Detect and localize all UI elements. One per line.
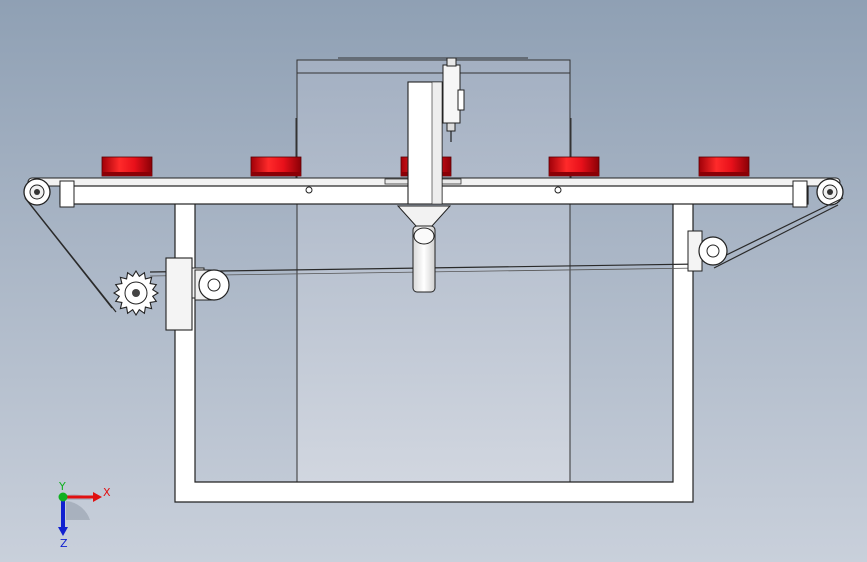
drive-sprocket-assembly <box>112 257 205 331</box>
x-axis-label: X <box>103 486 111 499</box>
z-axis-label: Z <box>60 537 68 550</box>
dispenser-column <box>396 81 452 293</box>
y-axis-label: Y <box>58 480 66 493</box>
probe-sensor <box>442 57 465 142</box>
red-cap <box>548 156 600 177</box>
left-idler-pulley <box>194 269 230 301</box>
coordinate-triad: X Y Z <box>58 480 111 550</box>
red-cap <box>250 156 302 177</box>
red-cap <box>101 156 153 177</box>
red-cap <box>698 156 750 177</box>
x-axis-arrow-icon <box>63 492 102 502</box>
z-axis-arrow-icon <box>58 497 68 536</box>
right-tensioner-pulley <box>687 230 728 272</box>
left-end-roller <box>23 178 51 206</box>
right-end-roller <box>816 178 844 206</box>
y-axis-arrow-icon <box>58 492 68 502</box>
